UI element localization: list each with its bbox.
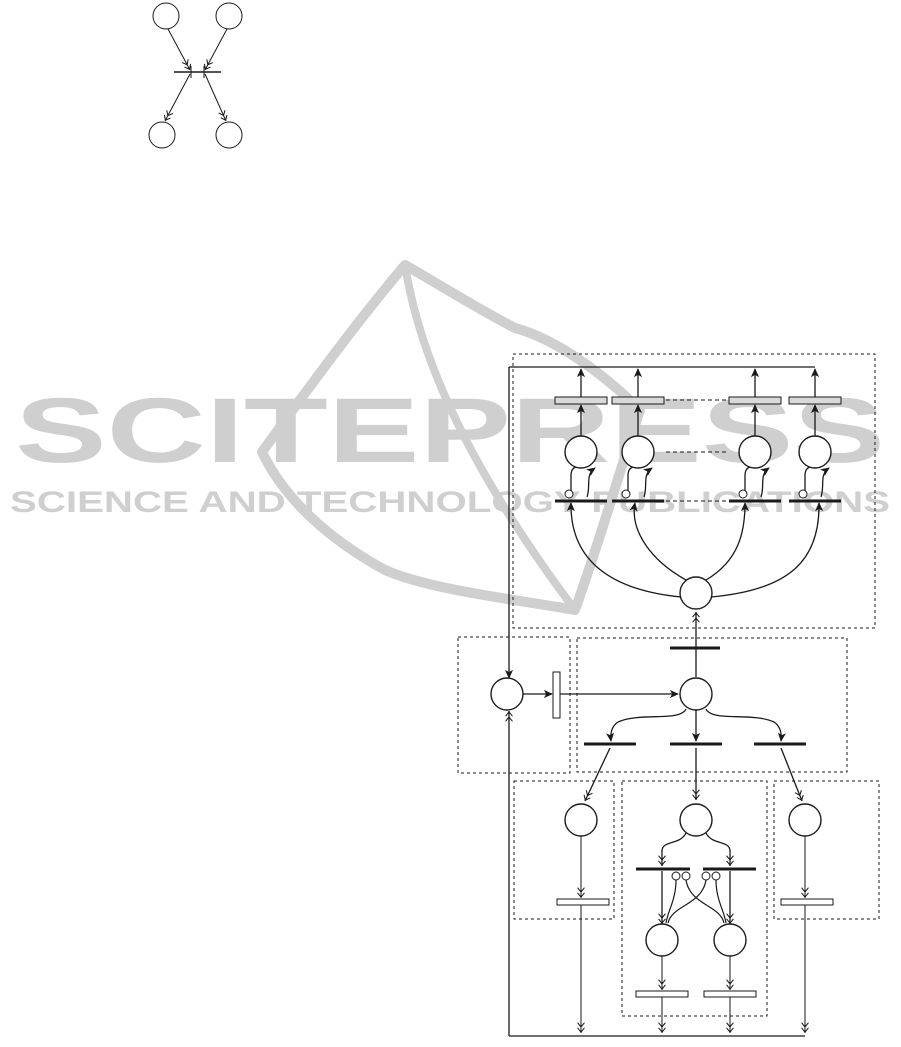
bottom-left-place (565, 804, 597, 836)
mutex-inhibitor-3 (702, 872, 710, 880)
top-place-1 (153, 3, 179, 29)
top-module-transition-box-4 (789, 397, 841, 404)
top-module-transition-box-2 (612, 397, 664, 404)
top-arc-4 (205, 74, 226, 121)
distribution-place (680, 577, 712, 609)
inhibitor-circle-3 (739, 490, 747, 498)
left-vertical-transition (553, 672, 560, 718)
top-place-2 (216, 3, 242, 29)
top-module-transition-box-1 (555, 397, 607, 404)
module-bottom-right (774, 781, 879, 919)
mutex-inhibitor-2 (682, 872, 690, 880)
worker-transition-right (704, 991, 756, 997)
mutex-inhibitor-4 (712, 872, 720, 880)
left-place (491, 678, 523, 710)
center-place (680, 678, 712, 710)
split-arc-right (706, 833, 730, 866)
channel-place-2 (622, 436, 654, 468)
worker-place-right (714, 924, 746, 956)
channel-place-1 (565, 436, 597, 468)
branch-arc-right (706, 709, 781, 741)
top-diagram (149, 3, 242, 148)
bottom-center-place (680, 804, 712, 836)
top-place-4 (216, 122, 242, 148)
channel-place-4 (799, 436, 831, 468)
top-arc-2 (205, 29, 227, 70)
inhibitor-circle-1 (565, 490, 573, 498)
lower-arc-left (585, 748, 610, 801)
worker-place-left (646, 924, 678, 956)
mutex-inhibitor-1 (672, 872, 680, 880)
inhibitor-circle-2 (622, 490, 630, 498)
top-place-3 (149, 122, 175, 148)
module-center (577, 638, 847, 772)
bottom-right-transition (781, 899, 833, 905)
branch-arc-left (611, 709, 686, 741)
top-arc-1 (168, 29, 190, 70)
bottom-right-place (789, 804, 821, 836)
inhibitor-circle-4 (799, 490, 807, 498)
module-bottom-left (514, 781, 614, 919)
lower-arc-right (781, 748, 802, 801)
top-arc-3 (165, 74, 190, 121)
split-arc-left (662, 833, 686, 866)
bottom-left-transition (557, 899, 609, 905)
worker-transition-left (636, 991, 688, 997)
channel-place-3 (739, 436, 771, 468)
top-module-transition-box-3 (729, 397, 781, 404)
